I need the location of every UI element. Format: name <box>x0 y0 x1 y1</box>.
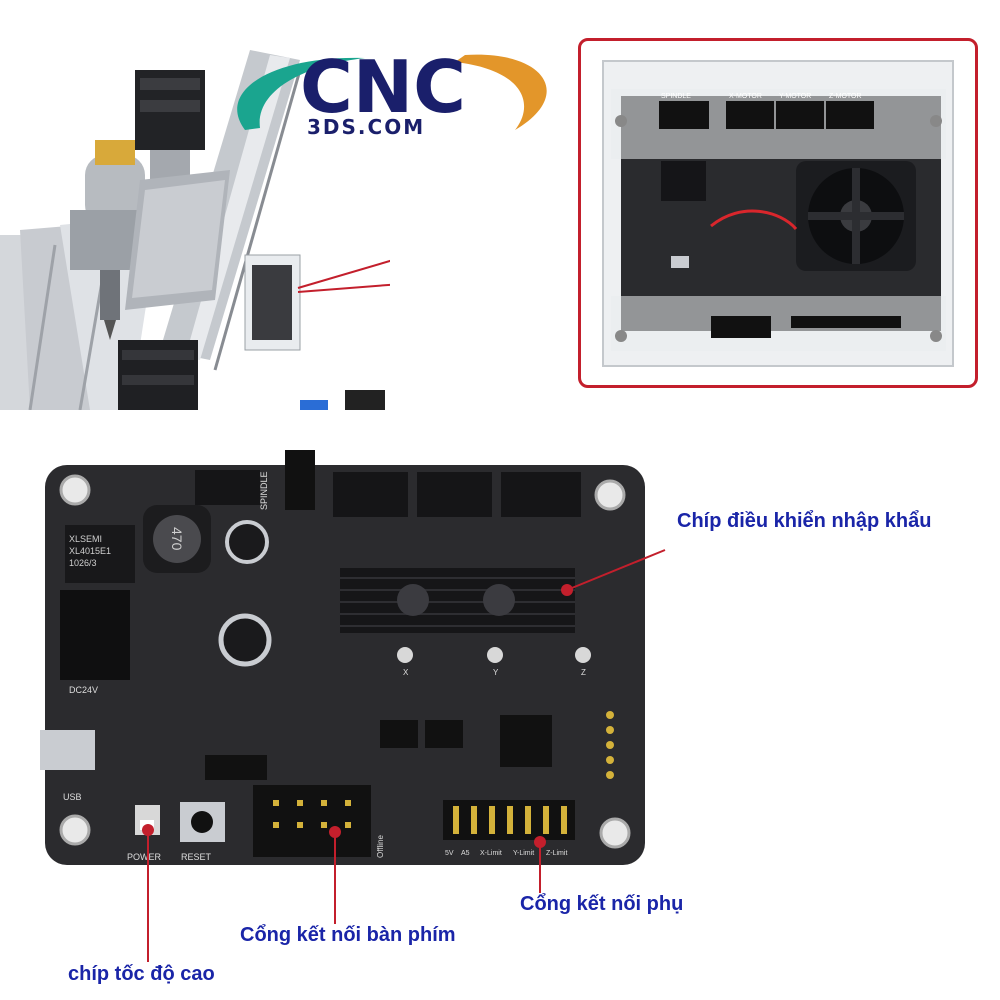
silk-pin-y-limit: Y-Limit <box>513 850 534 857</box>
silk-pin-a5: A5 <box>461 850 470 857</box>
mcu-chip <box>500 715 552 767</box>
keyboard-header <box>253 785 371 857</box>
controller-board: SPINDLE 470 XLSEMI XL4015E1 1026/3 DC24V… <box>40 450 645 865</box>
enclosure-inset-photo: SPINDLE X-MOTOR Y-MOTOR Z-MOTOR <box>578 38 978 388</box>
logo-swoosh-left <box>237 57 365 130</box>
mount-hole-icon <box>594 479 626 511</box>
inset-label-spindle: SPINDLE <box>661 93 691 100</box>
logo-text-main: CNC <box>300 50 466 129</box>
capacitor <box>225 520 269 564</box>
logo-swoosh-right <box>455 54 547 130</box>
callout-speed-chip-label: chíp tốc độ cao <box>68 963 215 985</box>
callout-aux-port-label: Cổng kết nối phụ <box>520 893 684 915</box>
silk-usb: USB <box>63 792 82 802</box>
z-motor-connector <box>501 472 581 517</box>
silk-pin-z-limit: Z-Limit <box>546 850 567 857</box>
regulator-line-3: 1026/3 <box>69 558 97 568</box>
mount-hole-icon <box>59 814 91 846</box>
silk-pin-5v: 5V <box>445 850 454 857</box>
regulator-chip <box>65 525 135 583</box>
capacitor <box>218 613 272 667</box>
power-jumper <box>285 450 315 510</box>
silk-axis-y: Y <box>493 668 499 677</box>
spindle-connector <box>195 470 260 505</box>
inset-label-y-motor: Y-MOTOR <box>779 93 811 100</box>
inductor-marking: 470 <box>169 527 185 551</box>
silk-offline: Offline <box>376 834 385 858</box>
callout-chip-label: Chíp điều khiển nhập khẩu <box>677 510 932 532</box>
silk-dc24v: DC24V <box>69 685 98 695</box>
callout-keyboard-port-label: Cổng kết nối bàn phím <box>240 924 456 946</box>
silk-spindle: SPINDLE <box>259 471 269 510</box>
potentiometer-y <box>487 647 503 663</box>
regulator-line-1: XLSEMI <box>69 534 102 544</box>
silk-pin-x-limit: X-Limit <box>480 850 502 857</box>
mount-hole-icon <box>599 817 631 849</box>
regulator-line-2: XL4015E1 <box>69 546 111 556</box>
potentiometer-z <box>575 647 591 663</box>
silk-axis-x: X <box>403 668 409 677</box>
usb-port <box>40 730 95 770</box>
silk-axis-z: Z <box>581 668 586 677</box>
inset-label-x-motor: X-MOTOR <box>729 93 762 100</box>
enclosed-board-illustration: SPINDLE X-MOTOR Y-MOTOR Z-MOTOR <box>602 60 954 367</box>
logo-text-sub: 3DS.COM <box>307 115 425 139</box>
inset-label-z-motor: Z-MOTOR <box>829 93 862 100</box>
cnc-machine-photo <box>0 50 390 410</box>
mount-hole-icon <box>59 474 91 506</box>
potentiometer-x <box>397 647 413 663</box>
silk-power: POWER <box>127 852 162 862</box>
y-motor-connector <box>417 472 492 517</box>
brand-logo: CNC 3DS.COM <box>237 50 547 139</box>
x-motor-connector <box>333 472 408 517</box>
silk-reset: RESET <box>181 852 212 862</box>
dc-jack <box>60 590 130 680</box>
